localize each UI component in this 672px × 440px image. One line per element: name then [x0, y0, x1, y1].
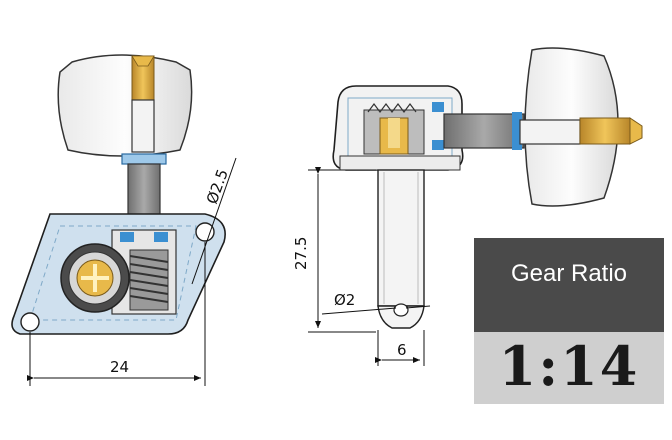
string-hole [393, 303, 409, 317]
mount-hole-right [195, 222, 215, 242]
dim-width-left: 24 [27, 242, 206, 386]
dim-hole-diameter-left-text: Ø2.5 [203, 167, 232, 207]
dim-shaft-width-text: 6 [397, 341, 407, 359]
dim-shaft-width: 6 [375, 330, 425, 366]
gear-ratio-title: Gear Ratio [510, 260, 628, 287]
tuner-knob-right [519, 47, 643, 207]
dim-height-right-text: 27.5 [292, 237, 310, 270]
right-view: 27.5 Ø2 6 [292, 47, 643, 366]
dim-height-right: 27.5 [292, 167, 376, 333]
gear-ratio-value: 1:14 [498, 334, 640, 398]
gear-ratio-header: Gear Ratio [474, 238, 664, 332]
gear-ratio-body: 1:14 [474, 332, 664, 404]
mount-hole-left [20, 312, 40, 332]
dim-shaft-hole-text: Ø2 [334, 291, 355, 309]
tuner-knob-left [57, 54, 193, 157]
gear-ratio-card: Gear Ratio 1:14 [474, 238, 664, 404]
worm-gear-right [363, 103, 425, 155]
dim-width-left-text: 24 [110, 358, 129, 376]
dim-shaft-hole: Ø2 [321, 291, 431, 315]
left-view: Ø2.5 24 [11, 54, 237, 386]
string-post-left [60, 243, 130, 313]
worm-gear-left [129, 249, 169, 311]
string-post-right [377, 169, 425, 329]
shaft-right-horizontal [443, 113, 525, 149]
washer-top-left [121, 153, 167, 165]
